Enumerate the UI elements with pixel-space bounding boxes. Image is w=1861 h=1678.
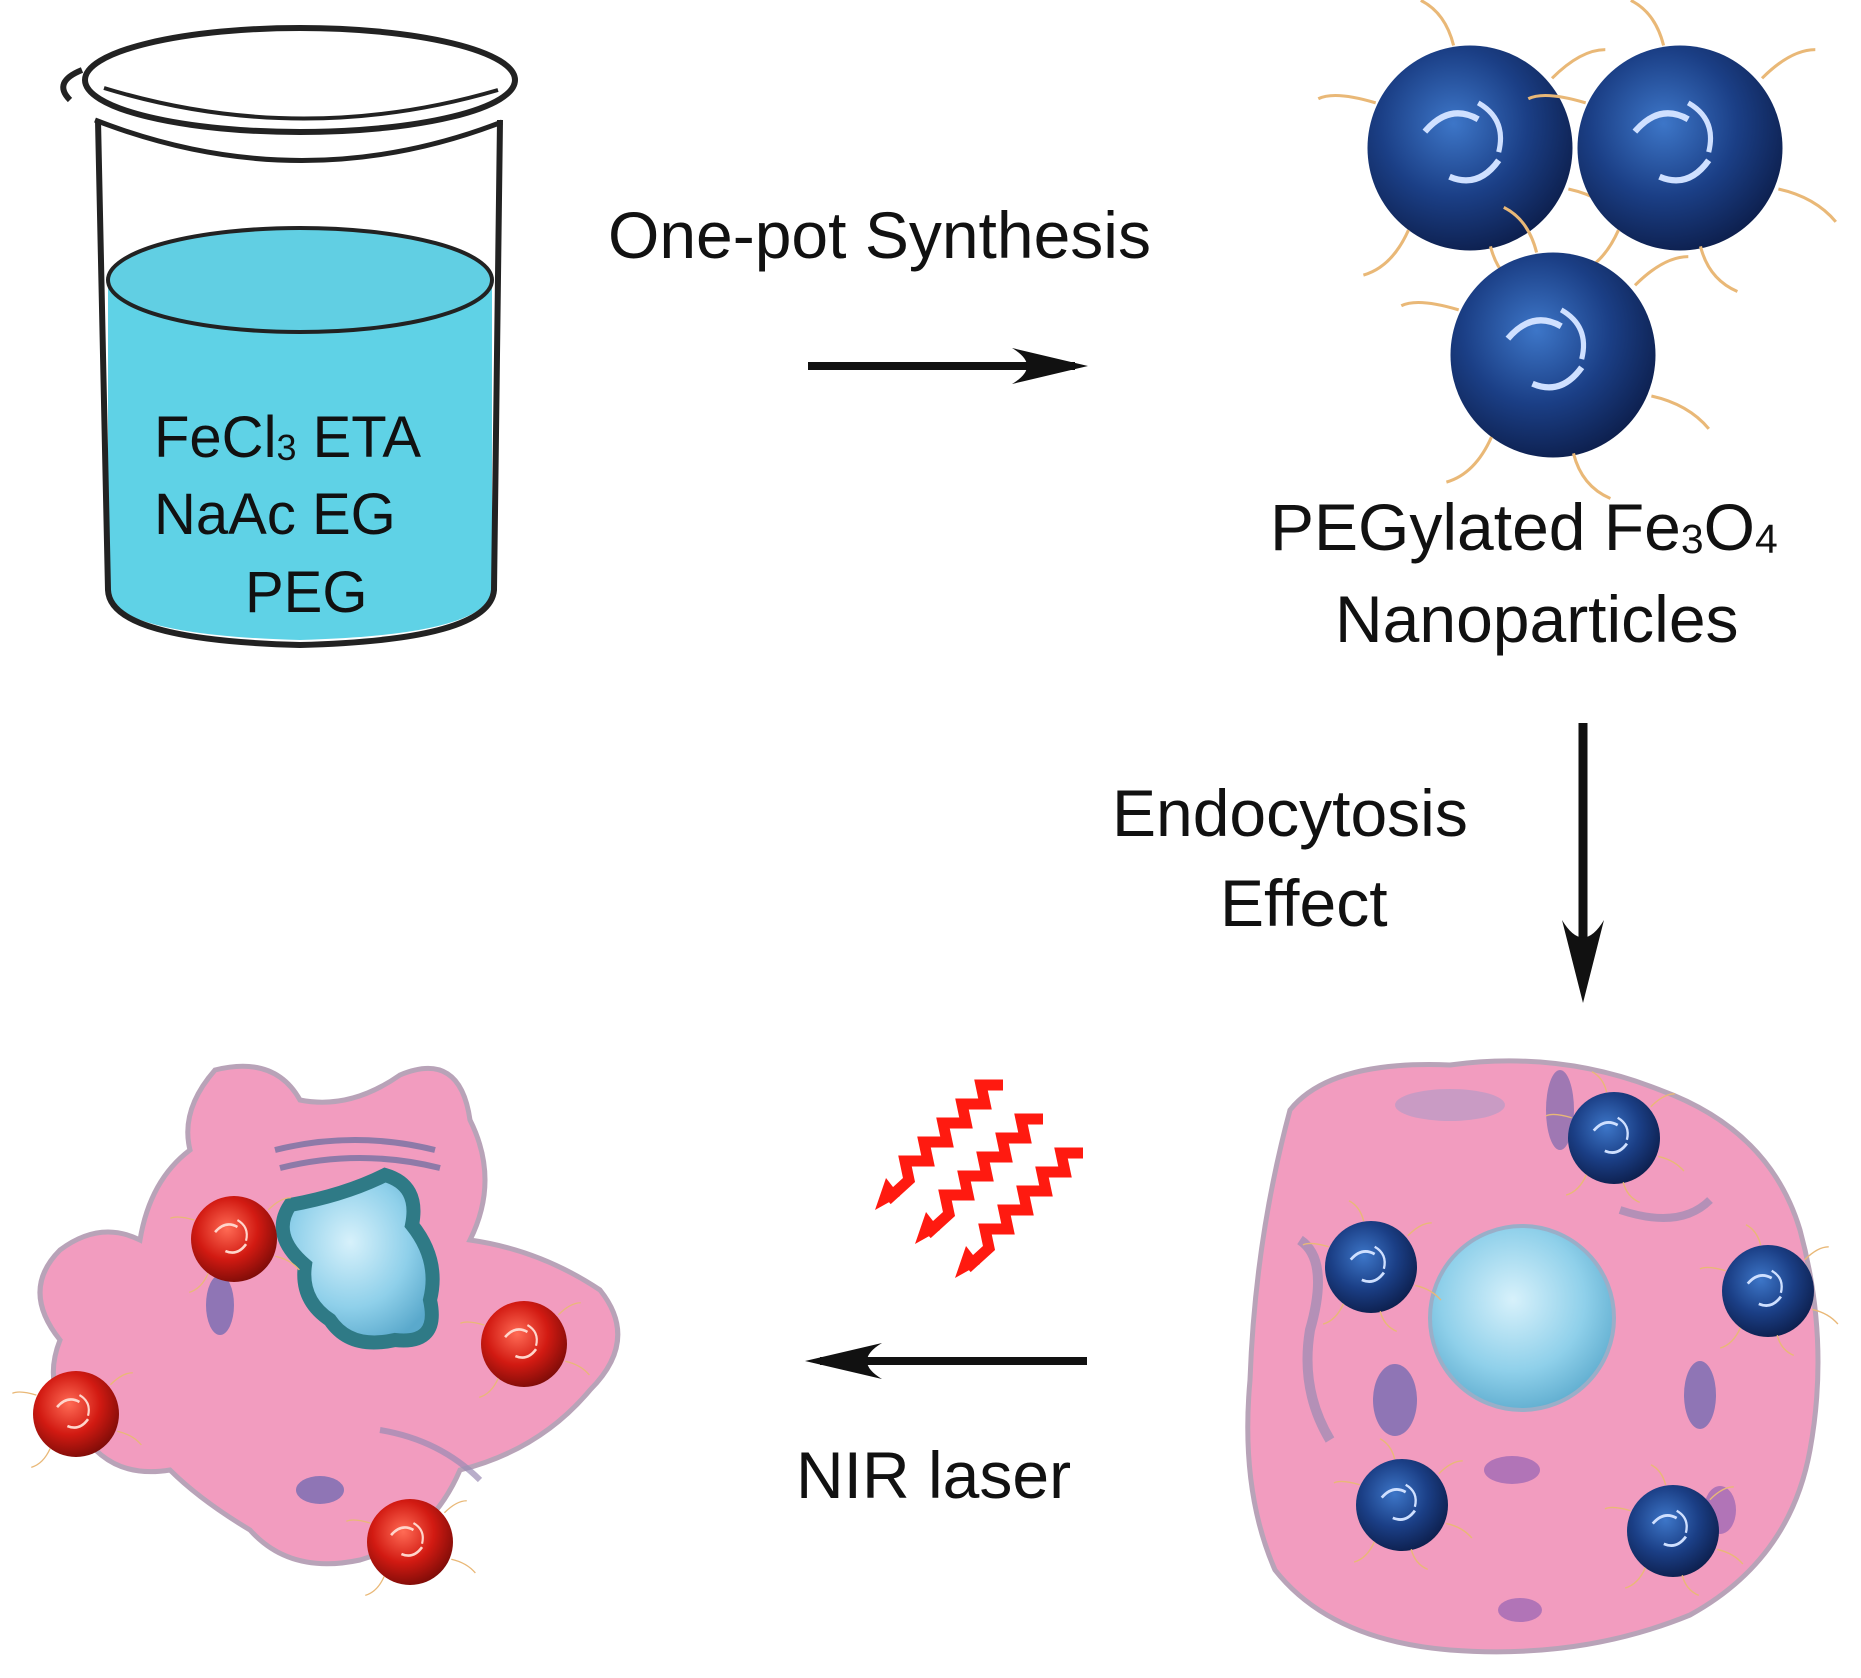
damaged-cell (11, 1063, 621, 1597)
product-oxygen: O (1703, 490, 1755, 564)
laser-ray (883, 1079, 1003, 1205)
beaker-reagents-line3: PEG (245, 560, 368, 625)
beaker (60, 25, 518, 649)
product-label-line2: Nanoparticles (1335, 582, 1739, 656)
laser-ray (923, 1113, 1043, 1239)
cell-nucleus (1428, 1224, 1616, 1412)
product-label-line1: PEGylated Fe3O4 (1270, 490, 1778, 566)
reagent-eta: ETA (296, 405, 422, 470)
beaker-reagents-line2: NaAc EG (154, 482, 396, 547)
cell-with-nanoparticles (1245, 1058, 1840, 1655)
beaker-reagents-line1: FeCl3 ETA (154, 405, 421, 472)
step-label-endocytosis: Endocytosis (1112, 776, 1468, 850)
arrow-endocytosis (1562, 723, 1604, 1003)
nanoparticle (1528, 0, 1836, 291)
nir-laser-rays (875, 1079, 1083, 1278)
product-name: PEGylated Fe (1270, 490, 1681, 564)
laser-ray (963, 1147, 1083, 1273)
product-subscript: 3 (1680, 516, 1704, 563)
step-label-effect: Effect (1220, 866, 1388, 940)
reagent-fecl: FeCl (154, 405, 277, 470)
step-label-synthesis: One-pot Synthesis (608, 198, 1151, 272)
beaker-liquid-surface (106, 226, 494, 334)
product-subscript: 4 (1754, 516, 1778, 563)
step-label-laser: NIR laser (796, 1438, 1072, 1512)
arrow-synthesis (808, 348, 1088, 384)
beaker-liquid (108, 280, 492, 640)
nanoparticle (1401, 207, 1709, 498)
nanoparticle-cluster (1318, 0, 1836, 498)
arrow-laser (805, 1343, 1087, 1379)
cell-nucleus-damaged (275, 1167, 440, 1350)
reagent-subscript: 3 (276, 426, 297, 468)
